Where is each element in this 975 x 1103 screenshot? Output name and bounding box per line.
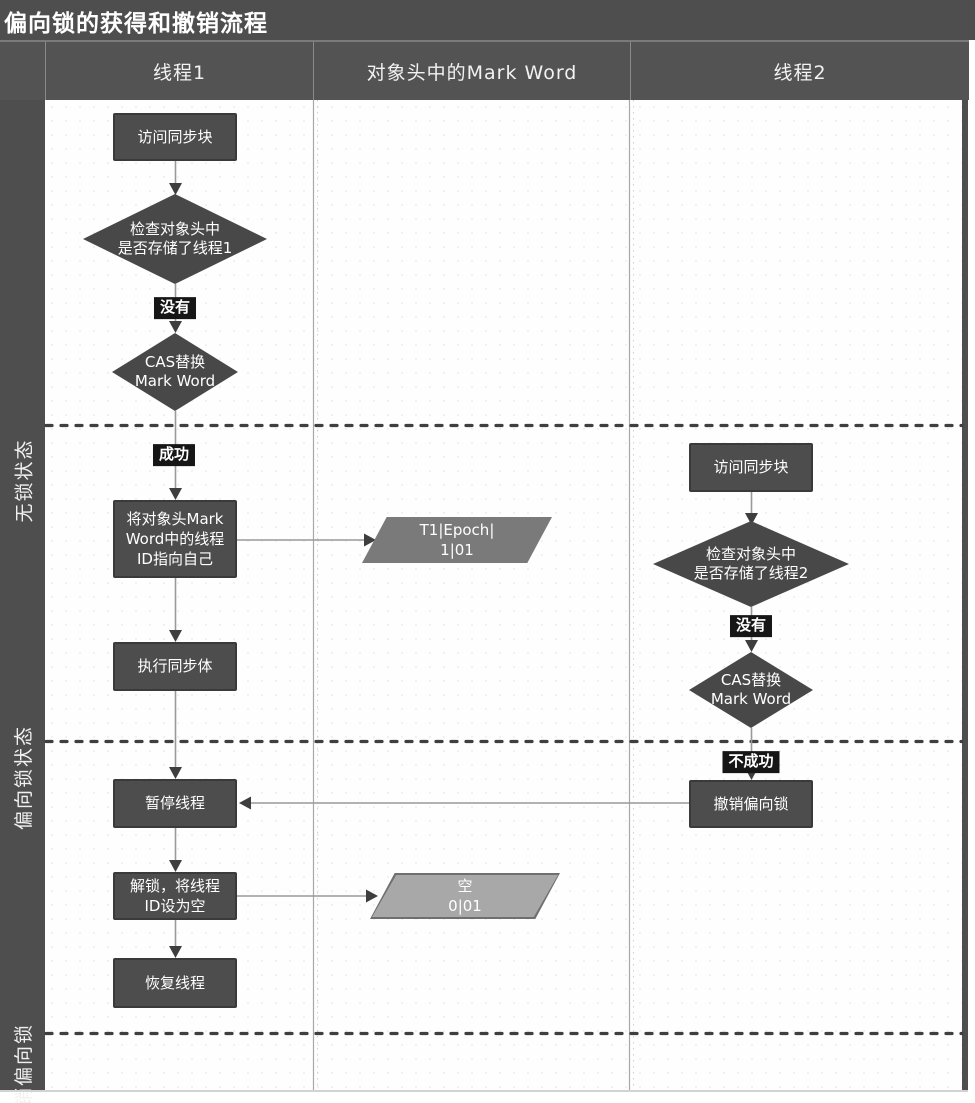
lane-header-markword: 对象头中的Mark Word [313, 42, 630, 100]
edge-label-success: 成功 [152, 444, 196, 466]
lane-header-thread2: 线程2 [630, 42, 969, 100]
lane-header-thread1: 线程1 [45, 42, 313, 100]
title-bar: 偏向锁的获得和撤销流程 [0, 0, 975, 40]
diagram-title: 偏向锁的获得和撤销流程 [4, 11, 268, 37]
right-frame-border [962, 100, 968, 1092]
edge-label-fail: 不成功 [722, 751, 780, 773]
edge-label-no-t2: 没有 [729, 615, 773, 637]
markword-empty-state-fill: 空 0|01 [372, 875, 558, 917]
node-set-thread-id: 将对象头Mark Word中的线程 ID指向自己 [113, 500, 237, 578]
edge-label-no-t1: 没有 [153, 297, 197, 319]
node-unlock-clear-id: 解锁，将线程 ID设为空 [113, 872, 237, 920]
markword-empty-state: 空 0|01 [370, 873, 560, 919]
node-resume-thread: 恢复线程 [113, 958, 237, 1008]
node-pause-thread: 暂停线程 [113, 779, 237, 828]
node-access-sync-block-t2: 访问同步块 [689, 443, 813, 492]
bottom-frame-border [0, 1090, 968, 1092]
lane-header-spacer [0, 42, 45, 100]
node-exec-sync-body: 执行同步体 [113, 642, 237, 691]
node-revoke-biased-lock: 撤销偏向锁 [689, 780, 813, 828]
node-access-sync-block-t1: 访问同步块 [113, 113, 237, 161]
phase-label-revoke-biased-lock: 撤销偏向锁 [13, 1022, 36, 1103]
phase-label-biased-lock: 偏向锁状态 [13, 724, 36, 830]
markword-biased-state: T1|Epoch| 1|01 [362, 517, 552, 563]
phase-sidebar: 无锁状态 偏向锁状态 撤销偏向锁 [0, 100, 45, 1103]
lane-header-row: 线程1 对象头中的Mark Word 线程2 [0, 40, 969, 100]
phase-label-lock-free: 无锁状态 [13, 437, 36, 523]
